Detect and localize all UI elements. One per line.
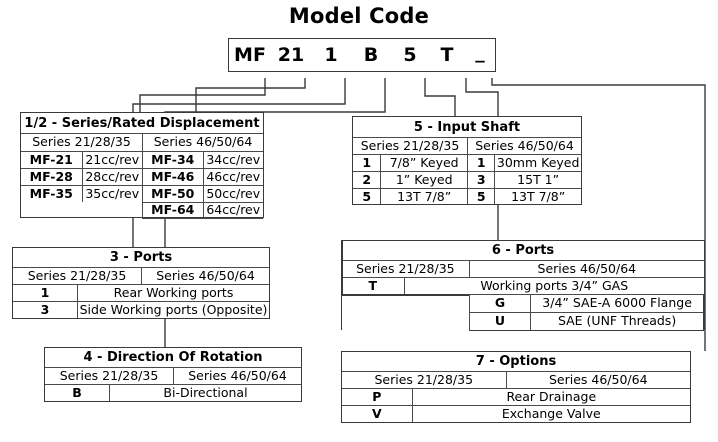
table-row: Side Working ports (Opposite) (77, 302, 269, 318)
table-row: 1 (40, 285, 50, 300)
table-ports6-colhead-right: Series 46/50/64 (468, 261, 704, 277)
table-row: 34cc/rev (202, 152, 264, 168)
table-row: MF-28 (29, 169, 73, 184)
table-row: 50cc/rev (202, 186, 264, 202)
table-row: 35cc/rev (81, 186, 143, 202)
table-row: MF-50 (142, 186, 203, 202)
table-row: 1 (466, 155, 494, 171)
table-options-colhead-right: Series 46/50/64 (505, 372, 690, 388)
table-row: 28cc/rev (81, 169, 143, 185)
table-row: T (368, 278, 378, 293)
table-input-shaft: 5 - Input Shaft Series 21/28/35 Series 4… (352, 116, 582, 205)
code-segment-series-prefix: MF (234, 44, 266, 66)
table-rotation-title: 4 - Direction Of Rotation (83, 350, 263, 365)
table-row: V (371, 406, 382, 421)
table-rotation: 4 - Direction Of Rotation Series 21/28/3… (44, 347, 302, 402)
table-displacement-colhead-right: Series 46/50/64 (142, 134, 263, 151)
table-row: 64cc/rev (202, 202, 263, 219)
table-row: MF-64 (142, 202, 203, 219)
table-row: 1 (362, 155, 372, 170)
table-row: 13T 7/8” (380, 189, 467, 205)
table-ports6-colhead-left: Series 21/28/35 (356, 261, 455, 276)
code-segment-ports: 1 (324, 44, 338, 66)
table-input-shaft-title: 5 - Input Shaft (413, 119, 521, 135)
table-spacer (21, 202, 142, 219)
table-row: MF-46 (142, 169, 203, 185)
table-input-shaft-colhead-right: Series 46/50/64 (467, 138, 581, 154)
table-row: 3 (40, 302, 50, 317)
table-ports6-left-wall (341, 240, 343, 295)
table-ports6: 6 - Ports Series 21/28/35 Series 46/50/6… (341, 240, 705, 331)
table-row: 3/4” SAE-A 6000 Flange (530, 295, 704, 313)
table-ports3-title: 3 - Ports (109, 250, 173, 265)
table-displacement: 1/2 - Series/Rated Displacement Series 2… (20, 112, 264, 219)
table-row: 46cc/rev (202, 169, 264, 185)
table-row: 13T 7/8” (494, 189, 581, 205)
page-title: Model Code (288, 4, 430, 28)
code-segment-input-shaft: 5 (403, 44, 417, 66)
table-ports3-colhead-right: Series 46/50/64 (141, 268, 269, 284)
table-row: Rear Working ports (77, 285, 269, 301)
code-segment-rotation: B (363, 44, 379, 66)
table-spacer (342, 295, 469, 313)
table-rotation-colhead-right: Series 46/50/64 (173, 368, 301, 384)
table-row: U (468, 313, 531, 331)
table-ports6-left-edge (341, 294, 469, 296)
table-ports3-colhead-left: Series 21/28/35 (27, 268, 127, 283)
table-row: 3 (466, 172, 494, 188)
table-rotation-colhead-left: Series 21/28/35 (59, 368, 159, 383)
table-row: Exchange Valve (411, 406, 690, 422)
table-row: 30mm Keyed (494, 155, 581, 171)
table-row: 5 (466, 189, 494, 205)
table-row: 7/8” Keyed (380, 155, 467, 171)
table-options: 7 - Options Series 21/28/35 Series 46/50… (341, 351, 691, 423)
table-row: B (72, 385, 82, 400)
code-segment-displacement: 21 (277, 44, 305, 66)
table-row: 2 (362, 172, 372, 187)
model-code-bar: MF 21 1 B 5 T _ (228, 38, 496, 72)
table-spacer (342, 313, 469, 331)
code-segment-options: _ (475, 41, 485, 63)
table-options-colhead-left: Series 21/28/35 (374, 372, 474, 387)
table-row: Bi-Directional (109, 385, 301, 401)
table-input-shaft-colhead-left: Series 21/28/35 (360, 138, 460, 153)
table-displacement-colhead-left: Series 21/28/35 (32, 134, 131, 150)
table-row: Rear Drainage (411, 389, 690, 405)
code-segment-port-type: T (440, 44, 454, 66)
table-row: MF-21 (29, 152, 73, 167)
table-ports6-title: 6 - Ports (491, 243, 555, 258)
table-row: G (468, 295, 531, 313)
table-displacement-title: 1/2 - Series/Rated Displacement (24, 115, 260, 131)
table-row: 21cc/rev (81, 152, 143, 168)
table-row: MF-34 (142, 152, 203, 168)
table-row: 1” Keyed (380, 172, 467, 188)
table-ports3: 3 - Ports Series 21/28/35 Series 46/50/6… (12, 247, 270, 319)
table-row: 15T 1” (494, 172, 581, 188)
table-options-title: 7 - Options (475, 354, 557, 369)
table-row: P (372, 389, 382, 404)
table-row: 5 (362, 189, 372, 204)
table-row: Working ports 3/4” GAS (403, 278, 704, 294)
table-row: MF-35 (29, 186, 73, 201)
table-row: SAE (UNF Threads) (530, 313, 704, 331)
